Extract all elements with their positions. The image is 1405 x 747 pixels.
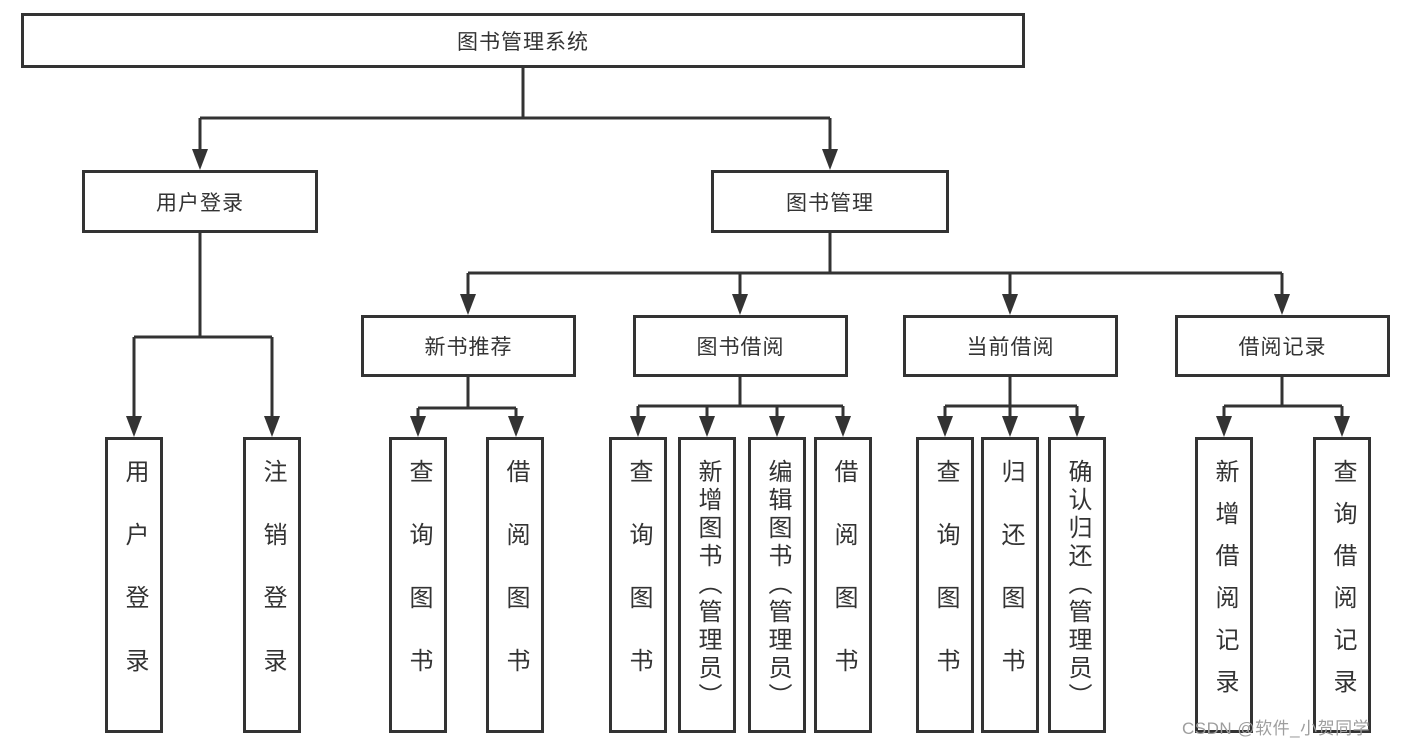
leaf-label: 注销登录 [259,459,286,711]
leaf-confirm-return-admin: 确认归还（管理员） [1048,437,1106,733]
node-label: 新书推荐 [424,336,513,359]
leaf-add-book-admin: 新增图书（管理员） [678,437,736,733]
leaf-label: 查询图书 [932,459,959,711]
leaf-label: 新增图书（管理员） [694,459,721,711]
node-user-login: 用户登录 [82,170,318,233]
node-label: 当前借阅 [966,336,1055,359]
leaf-user-login: 用户登录 [105,437,163,733]
node-book-management: 图书管理 [711,170,949,233]
node-current-borrowing: 当前借阅 [903,315,1118,377]
leaf-query-borrow-record: 查询借阅记录 [1313,437,1371,733]
leaf-add-borrow-record: 新增借阅记录 [1195,437,1253,733]
leaf-label: 借阅图书 [830,459,857,711]
node-label: 图书借阅 [696,336,785,359]
leaf-query-book-current: 查询图书 [916,437,974,733]
leaf-label: 查询图书 [405,459,432,711]
node-borrowing-records: 借阅记录 [1175,315,1390,377]
node-new-book-recommendation: 新书推荐 [361,315,576,377]
leaf-return-book: 归还图书 [981,437,1039,733]
leaf-edit-book-admin: 编辑图书（管理员） [748,437,806,733]
leaf-label: 归还图书 [997,459,1024,711]
leaf-logout: 注销登录 [243,437,301,733]
node-label: 借阅记录 [1238,336,1327,359]
node-label: 图书管理系统 [457,30,589,54]
leaf-label: 用户登录 [121,459,148,711]
csdn-watermark: CSDN @软件_小贺同学 [1182,719,1371,738]
leaf-borrow-book-borrowing: 借阅图书 [814,437,872,733]
leaf-label: 编辑图书（管理员） [764,459,791,711]
node-label: 图书管理 [786,191,874,215]
leaf-label: 查询借阅记录 [1329,459,1356,711]
leaf-query-book-recommend: 查询图书 [389,437,447,733]
leaf-query-book-borrowing: 查询图书 [609,437,667,733]
leaf-label: 查询图书 [625,459,652,711]
node-library-management-system: 图书管理系统 [21,13,1025,68]
leaf-label: 新增借阅记录 [1211,459,1238,711]
node-book-borrowing: 图书借阅 [633,315,848,377]
leaf-borrow-book-recommend: 借阅图书 [486,437,544,733]
leaf-label: 借阅图书 [502,459,529,711]
node-label: 用户登录 [156,191,244,215]
leaf-label: 确认归还（管理员） [1064,459,1091,711]
